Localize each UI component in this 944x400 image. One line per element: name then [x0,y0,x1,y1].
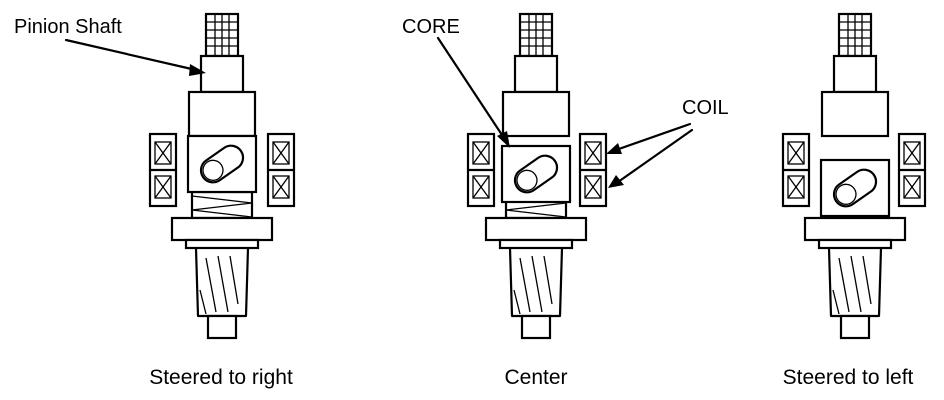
caption-center: Center [504,366,567,389]
leader-lines [64,36,694,188]
coil-label: COIL [682,97,729,119]
assembly-center [466,12,608,340]
core-label: CORE [402,16,460,38]
assembly-steered-left [781,12,927,340]
assembly-steered-right [148,12,296,340]
caption-steered-right: Steered to right [149,366,293,389]
pinion-shaft-label: Pinion Shaft [14,16,122,38]
caption-steered-left: Steered to left [783,366,914,389]
